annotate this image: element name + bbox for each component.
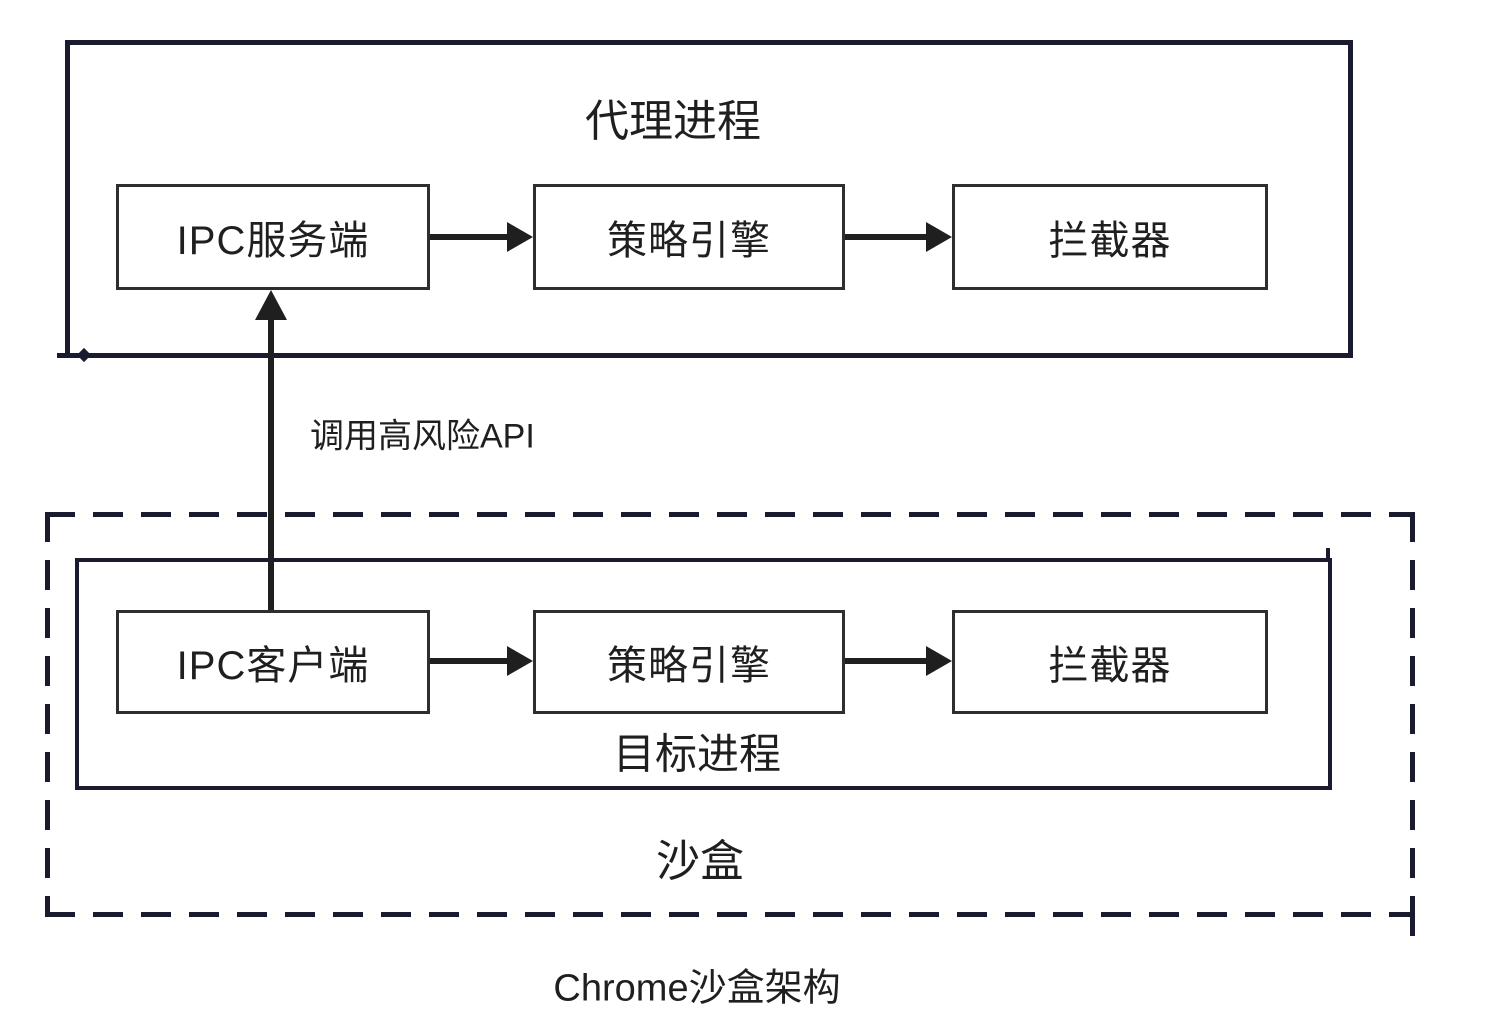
connector-ipc-call [268, 320, 274, 610]
connector-client-to-engine [430, 658, 509, 664]
ipc-call-label: 调用高风险API [310, 417, 535, 456]
sandbox-dashed-border-right [1410, 512, 1415, 917]
node-interceptor-target: 拦截器 [952, 610, 1268, 714]
target-process-box [75, 558, 1332, 790]
node-interceptor-agent: 拦截器 [952, 184, 1268, 290]
arrowhead-right-icon [507, 222, 533, 252]
connector-engine-to-interceptor-agent [845, 234, 928, 240]
target-process-title: 目标进程 [612, 730, 782, 778]
node-ipc-client: IPC客户端 [116, 610, 430, 714]
node-policy-engine-agent: 策略引擎 [533, 184, 845, 290]
arrowhead-right-icon [926, 222, 952, 252]
agent-process-title: 代理进程 [585, 97, 761, 146]
node-policy-engine-target: 策略引擎 [533, 610, 845, 714]
arrowhead-right-icon [926, 646, 952, 676]
arrowhead-up-icon [255, 290, 287, 320]
sandbox-dashed-corner-stub [1410, 898, 1415, 936]
node-ipc-server: IPC服务端 [116, 184, 430, 290]
diagram-caption: Chrome沙盒架构 [553, 967, 841, 1010]
sandbox-dashed-border-top [45, 512, 1415, 517]
sandbox-dashed-border-bottom [45, 912, 1415, 917]
connector-engine-to-interceptor-target [845, 658, 928, 664]
connector-server-to-engine [430, 234, 509, 240]
sandbox-dashed-border-left [45, 512, 50, 917]
sandbox-title: 沙盒 [656, 837, 744, 886]
arrowhead-right-icon [507, 646, 533, 676]
target-box-corner-stub [1326, 548, 1330, 562]
agent-box-border-overshoot [57, 353, 70, 358]
